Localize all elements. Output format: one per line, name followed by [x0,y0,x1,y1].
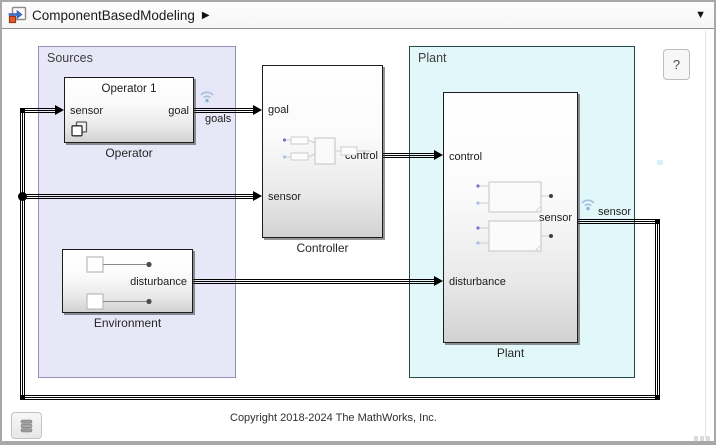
sources-area-label: Sources [47,51,93,65]
sensor-feedback-line[interactable] [20,395,660,400]
operator-block-caption: Operator [105,146,153,160]
overlapping-squares-icon [71,121,88,137]
goal-signal-line[interactable] [194,108,253,113]
copyright-annotation: Copyright 2018-2024 The MathWorks, Inc. [230,412,437,424]
environment-outport-disturbance: disturbance [130,276,187,288]
line-corner [655,395,660,400]
breadcrumb-bar: ComponentBasedModeling ▶ ▼ [2,2,714,29]
sensor-controller-arrowhead-icon [253,191,262,201]
sensor-signal-label: sensor [598,206,632,218]
model-data-toggle-button[interactable] [11,412,42,439]
goals-signal-label: goals [205,113,232,125]
plant-inport-disturbance: disturbance [449,276,506,288]
environment-block-caption: Environment [93,316,162,330]
line-corner [20,395,25,400]
controller-inport-sensor: sensor [268,191,302,203]
controller-block-caption: Controller [296,241,349,255]
plant-contents-preview [476,181,553,252]
simulink-model-icon [8,6,27,24]
line-junction-dot [18,192,27,201]
disturbance-arrowhead-icon [434,276,443,286]
plant-inport-control: control [449,151,483,163]
wireless-signal-icon[interactable] [198,88,216,104]
disturbance-signal-line[interactable] [193,279,434,284]
operator-block[interactable]: Operator 1 sensor goal Operator [64,77,194,160]
sensor-feedback-line[interactable] [20,108,25,400]
canvas-edge-line [705,30,706,439]
resize-grip[interactable] [694,436,712,441]
operator-outport-goal: goal [168,105,189,117]
line-corner [655,219,660,224]
breadcrumb-model-name[interactable]: ComponentBasedModeling [32,7,195,23]
wireless-signal-icon[interactable] [579,196,597,212]
breadcrumb-caret-icon[interactable]: ▶ [201,9,210,21]
plant-area-label: Plant [418,51,447,65]
sensor-feedback-line[interactable] [655,219,660,400]
help-button-label: ? [672,57,681,72]
operator-block-title: Operator 1 [101,83,157,95]
control-arrowhead-icon [434,150,443,160]
control-signal-line[interactable] [383,153,434,158]
controller-contents-preview [282,136,371,165]
plant-block-caption: Plant [496,346,525,360]
environment-contents-preview [86,256,152,310]
dropdown-caret-icon[interactable]: ▼ [695,9,706,21]
goal-arrowhead-icon [253,105,262,115]
environment-block[interactable]: disturbance Environment [62,249,193,330]
sensor-to-controller-line[interactable] [20,194,253,199]
controller-inport-goal: goal [268,104,289,116]
canvas-artifact [657,160,663,165]
sensor-feedback-line[interactable] [578,219,660,224]
stacked-discs-icon [20,419,33,432]
plant-block[interactable]: control disturbance sensor Plant [443,92,578,360]
operator-inport-sensor: sensor [70,105,104,117]
sensor-operator-arrowhead-icon [55,105,64,115]
controller-block[interactable]: goal sensor control Controller [262,65,383,255]
help-button[interactable]: ? [663,49,690,80]
sensor-to-operator-line[interactable] [20,108,55,113]
plant-outport-sensor: sensor [538,212,572,224]
